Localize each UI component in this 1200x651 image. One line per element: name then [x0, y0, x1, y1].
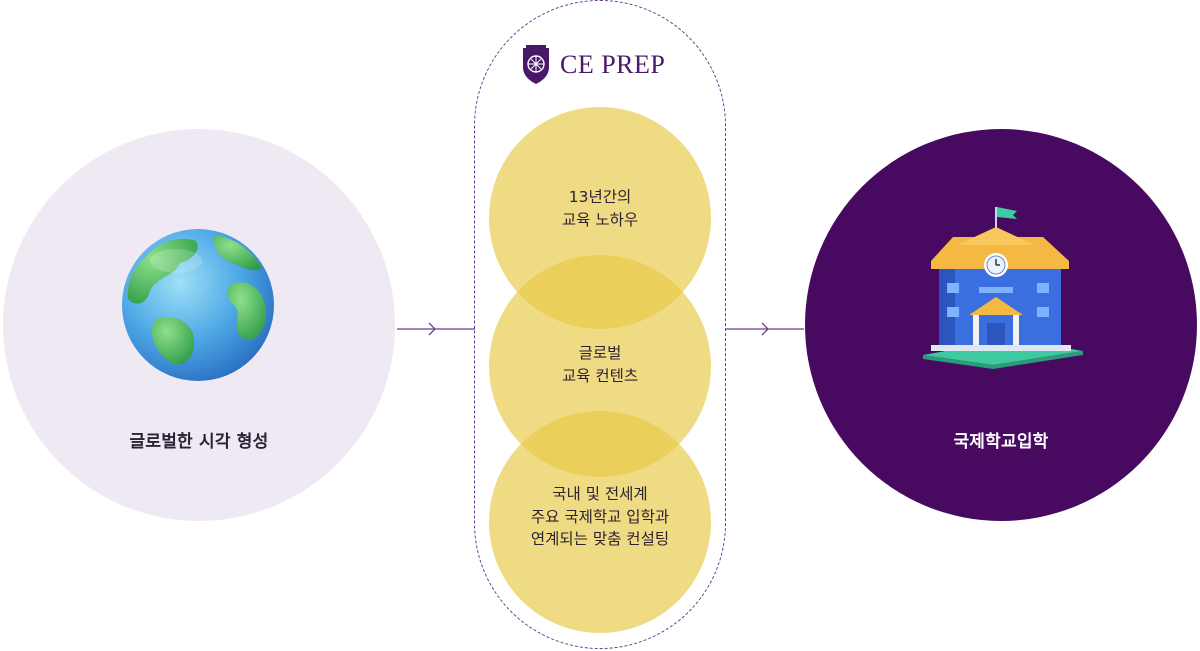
step-text-line: 글로벌 [578, 344, 622, 362]
globe-icon [122, 229, 274, 381]
step-text-line: 국내 및 전세계 [552, 485, 648, 503]
step-text-line: 13년간의 [568, 188, 632, 206]
international-school-node: 국제학교입학 [805, 129, 1197, 521]
step-text-line: 교육 컨텐츠 [561, 366, 639, 385]
global-perspective-node: 글로벌한 시각 형성 [3, 129, 395, 521]
brand-logo: CE PREP [520, 42, 685, 88]
international-school-label: 국제학교입학 [953, 432, 1049, 452]
brand-name: CE PREP [560, 50, 666, 79]
global-perspective-label: 글로벌한 시각 형성 [129, 432, 269, 452]
step-text-line: 주요 국제학교 입학과 [530, 507, 670, 526]
step-circle-consulting: 국내 및 전세계 주요 국제학교 입학과 연계되는 맞춤 컨설팅 [489, 411, 711, 633]
process-capsule [474, 0, 726, 649]
step-text-line: 교육 노하우 [561, 210, 639, 229]
arrow-right-icon [397, 322, 475, 336]
step-text-line: 연계되는 맞춤 컨설팅 [530, 530, 670, 548]
crest-shield-icon [523, 45, 549, 84]
school-building-icon [923, 207, 1083, 369]
arrow-right-icon [726, 322, 804, 336]
